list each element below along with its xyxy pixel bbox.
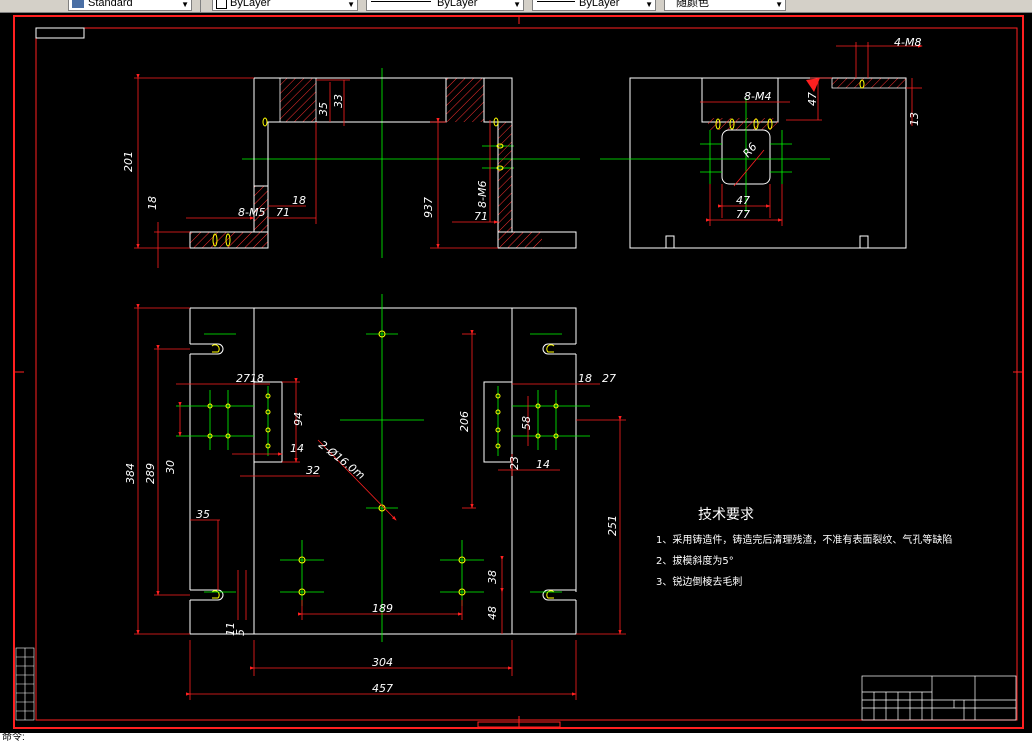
dim-4m8: 4-M8 [894, 36, 921, 49]
dim-8m5: 8-M5 [238, 206, 265, 219]
lineweight-dropdown[interactable]: ByLayer ▼ [532, 0, 656, 11]
linetype-value: ByLayer [437, 0, 478, 9]
dim-201: 201 [122, 151, 135, 172]
text-style-icon [72, 0, 84, 9]
revision-table [15, 647, 35, 721]
lineweight-preview [537, 1, 575, 2]
dim-35-plan: 35 [196, 508, 210, 521]
color-value: 随颜色 [676, 0, 709, 9]
title-block [861, 675, 1017, 721]
dim-18: 18 [146, 196, 159, 210]
dim-14-right: 14 [536, 458, 550, 471]
chevron-down-icon: ▼ [513, 0, 521, 9]
dim-14: 14 [290, 442, 304, 455]
dim-32: 32 [306, 464, 320, 477]
dim-289: 289 [144, 463, 157, 484]
chevron-down-icon: ▼ [775, 0, 783, 9]
drawing-frame [13, 15, 1024, 729]
dim-47: 47 [736, 194, 750, 207]
dim-33: 33 [332, 94, 345, 108]
dim-8m6: 8-M6 [476, 181, 489, 208]
text-style-value: Standard [88, 0, 133, 9]
dim-2-dia16: 2-Ø16.0m [316, 438, 367, 482]
tech-requirement-2: 2、拔模斜度为5° [656, 556, 734, 567]
command-line[interactable]: 命令: [0, 733, 1032, 741]
layer-dropdown[interactable]: ByLayer ▼ [212, 0, 358, 11]
drawing-canvas[interactable]: 201 18 35 33 18 8-M5 71 937 8-M6 71 [0, 12, 1032, 733]
chevron-down-icon: ▼ [347, 0, 355, 9]
dim-71b: 71 [474, 210, 488, 223]
tech-requirements: 技术要求 1、采用铸造件，铸造完后清理残渣，不准有表面裂纹、气孔等缺陷 2、拔模… [656, 504, 996, 593]
properties-toolbar: Standard ▼ ByLayer ▼ ByLayer ▼ ByLayer ▼… [0, 0, 1032, 13]
dim-48: 48 [486, 606, 499, 620]
plan-view: 2718 94 14 32 2-Ø16.0m 18 27 206 58 23 1… [124, 294, 626, 700]
dim-384: 384 [124, 463, 137, 484]
front-section-view: 201 18 35 33 18 8-M5 71 937 8-M6 71 [122, 68, 580, 268]
tech-requirement-1: 1、采用铸造件，铸造完后清理残渣，不准有表面裂纹、气孔等缺陷 [656, 535, 953, 546]
dim-18-right: 18 [578, 372, 592, 385]
chevron-down-icon: ▼ [645, 0, 653, 9]
color-dropdown[interactable]: 随颜色 ▼ [664, 0, 786, 11]
dim-27-right: 27 [602, 372, 616, 385]
dim-189: 189 [372, 602, 393, 615]
toolbar-separator [200, 0, 201, 12]
layer-value: ByLayer [230, 0, 271, 9]
dim-457: 457 [372, 682, 393, 695]
dim-94: 94 [292, 412, 305, 426]
dim-206: 206 [458, 411, 471, 432]
dim-937: 937 [422, 197, 435, 218]
dim-8m4: 8-M4 [744, 90, 771, 103]
lineweight-value: ByLayer [579, 0, 620, 9]
layer-color-swatch [216, 0, 227, 9]
tech-requirements-title: 技术要求 [698, 507, 754, 523]
linetype-dropdown[interactable]: ByLayer ▼ [366, 0, 524, 11]
dim-58: 58 [520, 416, 533, 430]
dim-251: 251 [606, 515, 619, 536]
dim-304: 304 [372, 656, 393, 669]
dim-47a: 47 [806, 92, 819, 106]
side-view: 4-M8 8-M4 47 13 R6 47 77 [600, 36, 923, 249]
text-style-dropdown[interactable]: Standard ▼ [68, 0, 192, 11]
chevron-down-icon: ▼ [181, 0, 189, 9]
dim-35: 35 [317, 102, 330, 116]
dim-13: 13 [908, 112, 921, 126]
dim-23: 23 [508, 456, 521, 470]
dim-11: 11 [224, 622, 237, 636]
command-prompt: 命令: [2, 733, 25, 741]
dim-18b: 18 [292, 194, 306, 207]
tech-requirement-3: 3、锐边倒棱去毛刺 [656, 577, 743, 588]
dim-r6: R6 [740, 140, 759, 160]
dim-71: 71 [276, 206, 290, 219]
dim-38: 38 [486, 570, 499, 584]
dim-5: 5 [234, 629, 247, 636]
dim-30: 30 [164, 460, 177, 474]
linetype-preview [371, 1, 431, 2]
dim-2718: 2718 [236, 372, 264, 385]
dim-77: 77 [736, 208, 750, 221]
